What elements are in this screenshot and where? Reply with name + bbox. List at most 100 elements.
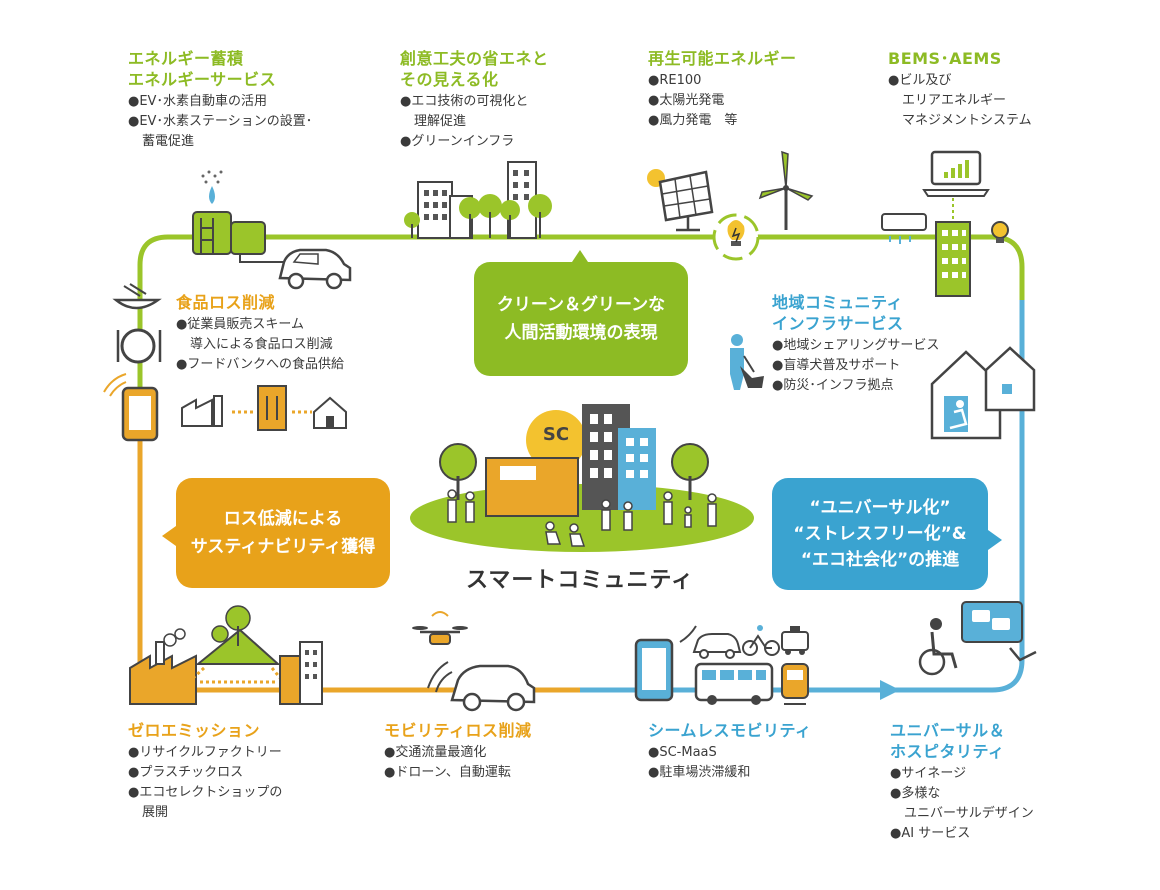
bubble-line: クリーン＆グリーンな [496, 295, 666, 315]
building-icon [935, 198, 971, 297]
section-title: シームレスモビリティ [648, 721, 812, 740]
bubble-green-tail [572, 250, 588, 262]
taxi-icon [781, 626, 809, 655]
section-title: 創意工夫の省エネと [400, 49, 549, 68]
section-mobility-loss: モビリティロス削減 ●交通流量最適化 ●ドローン、自動運転 [384, 720, 532, 783]
car-icon [278, 248, 352, 290]
section-title: ホスピタリティ [890, 742, 1005, 761]
factory-icon [129, 628, 197, 705]
list-item: ●エコ技術の可視化と [400, 94, 529, 109]
list-item: ●フードバンクへの食品供給 [176, 357, 344, 372]
list-item: ●エコセレクトショップの [128, 785, 283, 800]
bubble-orange: ロス低減による サスティナビリティ獲得 [176, 478, 390, 588]
center-scene-icon [410, 404, 754, 552]
section-title: BEMS･AEMS [888, 49, 1002, 68]
lightbulb-small-icon [991, 221, 1009, 243]
person-guide-dog-icon [730, 334, 764, 390]
bubble-line: “ストレスフリー化”& [793, 524, 967, 544]
section-title: ユニバーサル＆ [890, 721, 1006, 740]
list-item: ●ビル及び [888, 73, 952, 88]
section-title: 再生可能エネルギー [648, 49, 797, 68]
section-title: エネルギーサービス [128, 70, 277, 89]
list-item: 導入による食品ロス削減 [190, 337, 333, 352]
fork-knife-icon [116, 328, 162, 364]
section-title: ゼロエミッション [128, 721, 261, 740]
bicycle-icon [742, 625, 780, 656]
loop-green-segment [137, 234, 1025, 690]
bowl-icon [112, 283, 162, 310]
solar-panel-icon [647, 169, 714, 232]
list-item: ●風力発電 等 [648, 113, 738, 128]
list-item: ●RE100 [648, 73, 702, 88]
car-bottom-icon [427, 661, 536, 712]
bubble-line: ロス低減による [223, 509, 343, 529]
section-universal: ユニバーサル＆ ホスピタリティ ●サイネージ ●多様な ユニバーサルデザイン ●A… [890, 720, 1034, 844]
list-item: マネジメントシステム [902, 113, 1032, 128]
sc-badge: SC [542, 424, 570, 445]
list-item: ●EV･水素自動車の活用 [128, 94, 267, 109]
bus-icon [694, 662, 774, 705]
list-item: 蓄電促進 [142, 134, 195, 149]
list-item: ●多様な [890, 786, 941, 801]
air-conditioner-icon [881, 213, 927, 244]
bubble-line: 人間活動環境の表現 [504, 323, 658, 343]
section-title: モビリティロス削減 [384, 721, 532, 740]
apartment-icon [279, 641, 323, 705]
section-energy-saving: 創意工夫の省エネとその見える化 ●エコ技術の可視化と 理解促進 ●グリーンインフ… [400, 48, 549, 152]
bubble-blue-tail [988, 530, 1002, 550]
list-item: エリアエネルギー [902, 93, 1007, 108]
wheelchair-icon [918, 618, 958, 676]
house-exit-icon [930, 346, 1036, 440]
house-icon [313, 396, 347, 429]
smartphone-icon [103, 373, 159, 442]
section-title: エネルギー蓄積 [128, 49, 244, 68]
list-item: ●AI サービス [890, 826, 971, 841]
list-item: ●従業員販売スキーム [176, 317, 304, 332]
section-seamless: シームレスモビリティ ●SC-MaaS ●駐車場渋滞緩和 [648, 720, 812, 783]
bubble-line: サスティナビリティ獲得 [190, 537, 376, 557]
wind-turbine-icon [758, 150, 814, 230]
section-title: 食品ロス削減 [176, 293, 276, 312]
trees-icon [404, 194, 552, 238]
bubble-green: クリーン＆グリーンな 人間活動環境の表現 [474, 262, 688, 376]
train-icon [781, 663, 809, 705]
section-zero-emission: ゼロエミッション ●リサイクルファクトリー ●プラスチックロス ●エコセレクトシ… [128, 720, 282, 823]
lightbulb-icon [712, 213, 760, 261]
list-item: ユニバーサルデザイン [904, 806, 1034, 821]
hydrogen-tank-icon [192, 170, 290, 263]
factory-small-icon [181, 395, 256, 427]
drone-icon [412, 611, 468, 645]
bubble-line: “ユニバーサル化” [809, 498, 951, 518]
list-item: ●SC-MaaS [648, 745, 717, 760]
smartphone-blue-icon [634, 625, 697, 702]
bubble-line: “エコ社会化”の推進 [800, 550, 960, 570]
mountain-trees-icon [178, 605, 292, 692]
section-food-loss: 食品ロス削減 ●従業員販売スキーム 導入による食品ロス削減 ●フードバンクへの食… [176, 292, 344, 375]
list-item: ●リサイクルファクトリー [128, 745, 282, 760]
section-title: その見える化 [400, 70, 499, 89]
list-item: ●EV･水素ステーションの設置･ [128, 114, 313, 129]
signage-icon [961, 601, 1037, 662]
section-title: 地域コミュニティ [772, 293, 904, 312]
list-item: ●太陽光発電 [648, 93, 725, 108]
shop-fork-icon [257, 385, 312, 431]
list-item: ●交通流量最適化 [384, 745, 487, 760]
list-item: ●グリーンインフラ [400, 134, 515, 149]
arrow-right-icon [880, 680, 900, 700]
list-item: ●地域シェアリングサービス [772, 338, 940, 353]
section-bems: BEMS･AEMS ●ビル及び エリアエネルギー マネジメントシステム [888, 48, 1032, 131]
car-small-icon [692, 633, 742, 659]
list-item: 理解促進 [414, 114, 467, 129]
laptop-chart-icon [922, 150, 990, 197]
section-title: インフラサービス [772, 314, 904, 333]
bubble-orange-tail [162, 526, 176, 546]
list-item: ●駐車場渋滞緩和 [648, 765, 751, 780]
list-item: ●サイネージ [890, 766, 967, 781]
list-item: ●盲導犬普及サポート [772, 358, 901, 373]
center-title: スマートコミュニティ [465, 568, 695, 593]
list-item: ●ドローン、自動運転 [384, 765, 511, 780]
section-community-infra: 地域コミュニティインフラサービス ●地域シェアリングサービス ●盲導犬普及サポー… [772, 292, 939, 396]
bubble-blue: “ユニバーサル化” “ストレスフリー化”& “エコ社会化”の推進 [772, 478, 988, 590]
section-energy-storage: エネルギー蓄積エネルギーサービス ●EV･水素自動車の活用 ●EV･水素ステーシ… [128, 48, 312, 152]
